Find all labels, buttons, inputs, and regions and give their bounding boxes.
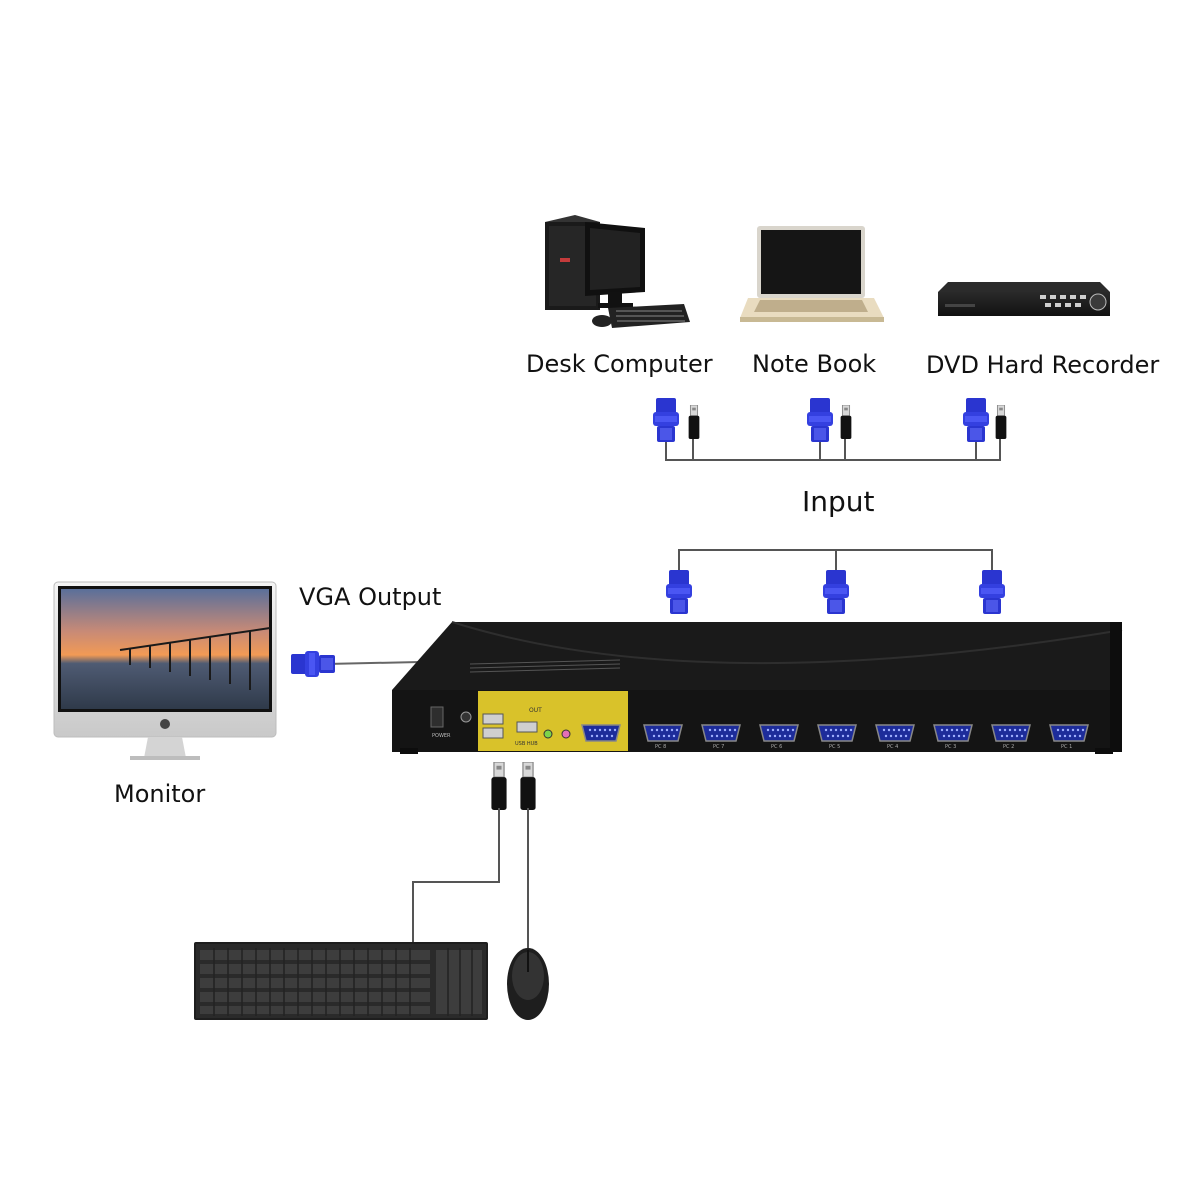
vga-plug-icon (807, 398, 833, 442)
port-label: PC 5 (829, 744, 840, 750)
vga-plug-icon (653, 398, 679, 442)
vga-output-label: VGA Output (299, 583, 442, 611)
laptop-icon (740, 226, 884, 322)
desk-computer-icon (545, 215, 690, 328)
vga-plug-icon (291, 651, 335, 677)
monitor-label: Monitor (114, 780, 206, 808)
vga-plug-icon (963, 398, 989, 442)
out-label: OUT (529, 707, 542, 714)
usb-plug-icon (840, 405, 852, 439)
port-label: PC 4 (887, 744, 898, 750)
monitor-icon (53, 581, 277, 760)
usb-plug-icon (995, 405, 1007, 439)
usb-plug-icon (688, 405, 700, 439)
port-label: PC 7 (713, 744, 724, 750)
mouse-icon (507, 948, 549, 1020)
desk-computer-label: Desk Computer (526, 350, 713, 378)
note-book-label: Note Book (752, 350, 877, 378)
input-connectors (653, 398, 1007, 461)
switch-input-connectors (666, 549, 1005, 614)
vga-output-cable (291, 651, 421, 677)
port-label: PC 3 (945, 744, 956, 750)
kvm-switch-icon: POWER OUT USB HUB PC 8 PC 7 PC 6 PC 5 PC (392, 621, 1123, 754)
usb-plug-icon (519, 762, 537, 810)
vga-plug-icon (666, 570, 692, 614)
power-label: POWER (432, 733, 451, 739)
usb-hub-label: USB HUB (515, 741, 538, 747)
keyboard-icon (194, 942, 488, 1020)
port-label: PC 2 (1003, 744, 1014, 750)
usb-output-cables (412, 762, 537, 948)
dvd-hard-recorder-label: DVD Hard Recorder (926, 351, 1160, 379)
input-label: Input (802, 485, 875, 518)
port-label: PC 8 (655, 744, 666, 750)
port-label: PC 1 (1061, 744, 1072, 750)
vga-plug-icon (979, 570, 1005, 614)
port-label: PC 6 (771, 744, 782, 750)
usb-plug-icon (490, 762, 508, 810)
vga-plug-icon (823, 570, 849, 614)
dvd-recorder-icon (938, 282, 1110, 316)
